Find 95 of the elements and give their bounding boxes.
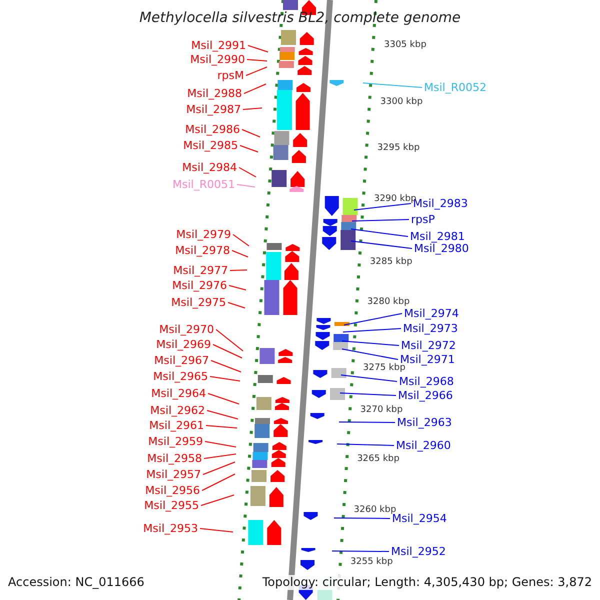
leader-line xyxy=(246,66,268,76)
gene-label: rpsM xyxy=(217,69,244,82)
leader-line xyxy=(350,240,412,249)
leader-line xyxy=(232,234,250,246)
leader-line xyxy=(232,250,248,258)
leader-line xyxy=(340,392,396,396)
gene-label: Msil_2980 xyxy=(414,242,469,255)
accession-text: Accession: NC_011666 xyxy=(8,575,144,590)
leader-line xyxy=(216,329,244,352)
gene-label: Msil_2991 xyxy=(191,39,246,52)
gene-label: Msil_R0052 xyxy=(424,81,486,94)
gene-label: Msil_2975 xyxy=(171,296,226,309)
leader-line xyxy=(228,302,246,308)
leader-line xyxy=(202,474,236,491)
gene-label: Msil_2955 xyxy=(144,499,199,512)
gene-label: Msil_2973 xyxy=(403,322,458,335)
leader-line xyxy=(334,518,390,519)
leader-line xyxy=(242,108,262,110)
gene-label: Msil_2962 xyxy=(150,404,205,417)
gene-label: Msil_2963 xyxy=(397,416,452,429)
gene-label: Msil_2956 xyxy=(145,484,200,497)
gene-label: Msil_2966 xyxy=(398,389,453,402)
leader-line xyxy=(246,59,268,62)
gene-label: Msil_2990 xyxy=(190,53,245,66)
map-title: Methylocella silvestris BL2, complete genome xyxy=(138,10,462,27)
gene-label: Msil_2985 xyxy=(183,139,238,152)
gene-label: Msil_2968 xyxy=(399,375,454,388)
gene-label: Msil_2964 xyxy=(151,387,206,400)
gene-label: Msil_2969 xyxy=(156,338,211,351)
leader-line xyxy=(228,285,246,290)
leader-line xyxy=(344,313,402,326)
scale-label: 3255 kbp xyxy=(350,557,393,567)
gene-label: Msil_2952 xyxy=(391,545,446,558)
gene-label: Msil_2953 xyxy=(143,522,198,535)
gene-label: Msil_2972 xyxy=(401,339,456,352)
leader-line xyxy=(240,145,258,152)
gene-label: Msil_2979 xyxy=(176,228,231,241)
leader-line xyxy=(340,374,398,382)
leader-line xyxy=(202,462,236,475)
leader-line xyxy=(200,528,234,532)
leader-line xyxy=(332,550,390,552)
gene-label: Msil_2967 xyxy=(154,354,209,367)
gene-label: Msil_2965 xyxy=(153,370,208,383)
gene-label: Msil_2976 xyxy=(172,279,227,292)
leader-line xyxy=(336,444,394,446)
gene-label: Msil_2986 xyxy=(185,123,240,136)
gene-label: Msil_2957 xyxy=(146,468,201,481)
leader-line xyxy=(342,340,400,346)
leader-line xyxy=(236,184,256,188)
gene-label: Msil_2984 xyxy=(182,161,237,174)
leader-line xyxy=(354,203,412,210)
leader-line xyxy=(204,441,236,448)
leader-line xyxy=(342,328,402,332)
leader-line xyxy=(206,410,238,420)
gene-label: Msil_2958 xyxy=(147,452,202,465)
scale-label: 3260 kbp xyxy=(354,505,396,515)
leader-line xyxy=(352,219,410,222)
scale-label: 3280 kbp xyxy=(367,297,410,307)
scale-label: 3295 kbp xyxy=(377,143,420,153)
leader-line xyxy=(342,348,398,360)
leader-line xyxy=(338,422,396,423)
gene-label: Msil_2978 xyxy=(175,244,230,257)
leader-line xyxy=(208,393,240,404)
leader-line xyxy=(206,425,238,428)
gene-label: Msil_R0051 xyxy=(172,178,235,191)
gene-label: Msil_2981 xyxy=(410,230,465,243)
scale-label: 3265 kbp xyxy=(357,454,400,464)
gene-label: Msil_2988 xyxy=(187,87,242,100)
leader-line xyxy=(230,270,248,271)
genome-info-text: Topology: circular; Length: 4,305,430 bp; Genes: 3,872 xyxy=(262,575,592,590)
gene-label: Msil_2960 xyxy=(396,439,451,452)
leader-line xyxy=(242,129,260,138)
gene-label: Msil_2959 xyxy=(148,435,203,448)
gene-label: Msil_2974 xyxy=(404,307,459,320)
gene-label: Msil_2961 xyxy=(149,419,204,432)
leader-line xyxy=(210,360,242,372)
gene-label: Msil_2970 xyxy=(159,323,214,336)
scale-label: 3300 kbp xyxy=(380,97,423,107)
leader-line xyxy=(238,167,256,178)
gene-label: Msil_2977 xyxy=(173,264,228,277)
scale-label: 3305 kbp xyxy=(384,40,426,50)
leader-line xyxy=(248,45,268,52)
leader-line xyxy=(210,376,240,382)
leader-line xyxy=(200,494,234,506)
scale-label: 3285 kbp xyxy=(370,257,412,267)
gene-label: Msil_2983 xyxy=(413,197,468,210)
scale-label: 3270 kbp xyxy=(360,405,403,415)
gene-label: Msil_2987 xyxy=(186,103,241,116)
leader-line xyxy=(244,84,266,94)
leader-line xyxy=(212,344,242,358)
gene-label: rpsP xyxy=(411,213,435,226)
leader-line xyxy=(350,228,408,237)
leader-line xyxy=(204,454,236,459)
leader-line xyxy=(362,82,422,88)
gene-label: Msil_2954 xyxy=(392,512,447,525)
